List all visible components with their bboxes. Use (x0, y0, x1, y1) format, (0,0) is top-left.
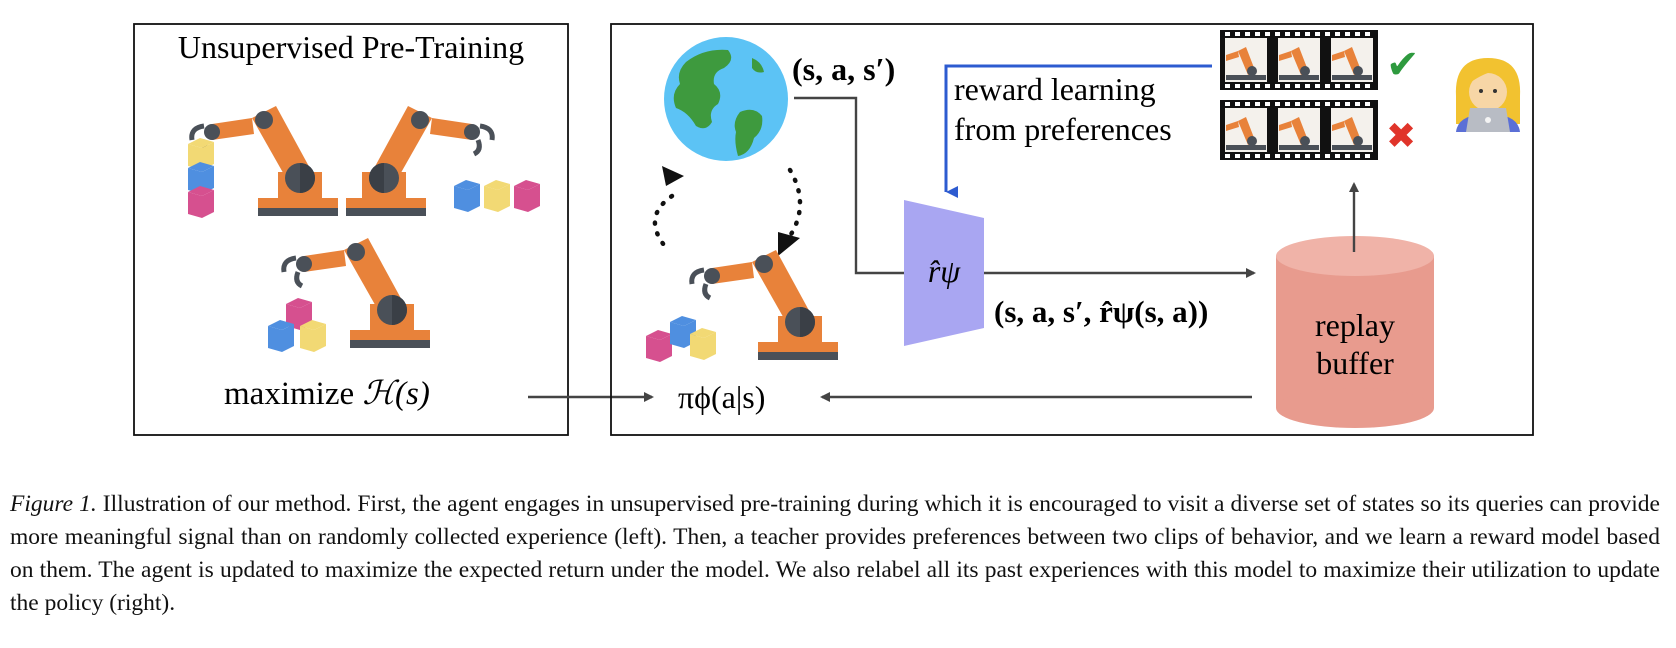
preference-feedback-arrow (944, 64, 1212, 198)
buffer-label-line1: replay (1315, 307, 1395, 343)
buffer-label-line2: buffer (1316, 345, 1394, 381)
right-panel: (s, a, s′) πϕ(a|s) r̂ψ (s, a, s′, r̂ψ(s, (610, 23, 1534, 436)
film-strip-icon (1220, 30, 1378, 90)
block-stack (188, 138, 214, 218)
left-panel-title: Unsupervised Pre-Training (178, 29, 524, 65)
transition-flow-arrow (794, 96, 1256, 278)
teacher-icon (1455, 58, 1521, 132)
globe-icon (664, 37, 788, 161)
film-strip-icon (1220, 100, 1378, 160)
reward-learning-line2: from preferences (954, 111, 1172, 147)
reward-model-label: r̂ψ (928, 253, 961, 289)
figure-caption-text: Illustration of our method. First, the a… (10, 491, 1660, 616)
interaction-loop (652, 166, 803, 256)
replay-buffer: replay buffer (1276, 236, 1434, 428)
robot-arm-icon (346, 106, 540, 216)
reward-learning-line1: reward learning (954, 71, 1156, 107)
transition-label: (s, a, s′) (792, 51, 895, 87)
entropy-objective: maximize ℋ(s) (224, 376, 430, 412)
left-panel: Unsupervised Pre-Training maximize ℋ (133, 23, 569, 436)
reward-model: r̂ψ (904, 200, 984, 346)
robot-arm-icon (188, 106, 338, 218)
policy-label: πϕ(a|s) (678, 379, 765, 415)
robot-arm-icon (646, 250, 838, 362)
figure-caption-label: Figure 1. (10, 491, 97, 517)
relabeled-transition-label: (s, a, s′, r̂ψ(s, a)) (994, 294, 1208, 329)
robot-arm-icon (268, 238, 430, 352)
cross-icon: ✖ (1386, 116, 1416, 156)
check-icon: ✔ (1386, 42, 1420, 87)
figure-caption: Figure 1. Illustration of our method. Fi… (10, 488, 1660, 620)
